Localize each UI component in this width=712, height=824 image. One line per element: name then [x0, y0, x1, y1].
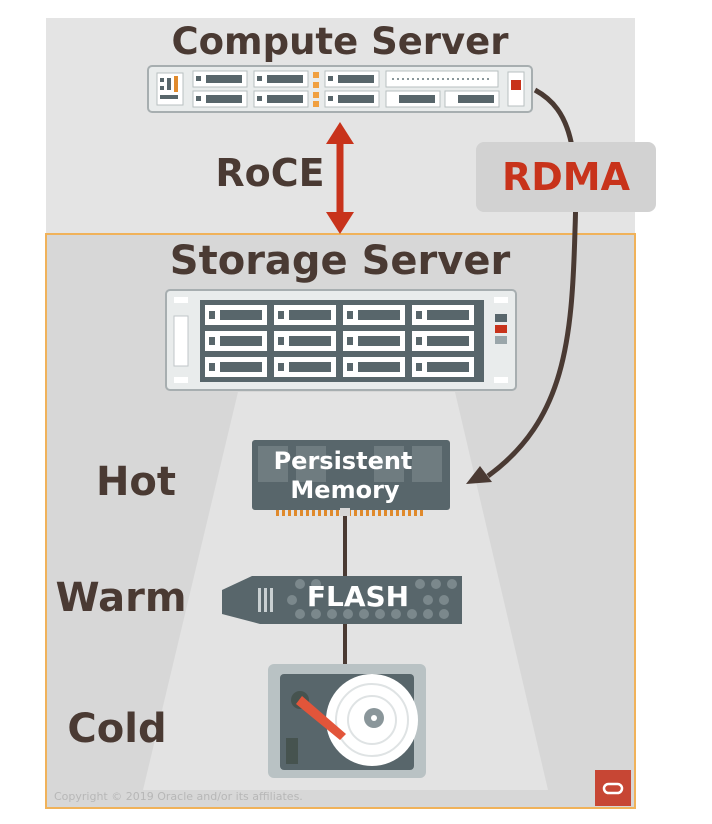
rdma-curve-arrow — [486, 87, 579, 479]
roce-label: RoCE — [215, 151, 324, 195]
persistent-memory-icon — [252, 440, 450, 516]
storage-server-title: Storage Server — [170, 238, 511, 284]
rdma-arrowhead — [466, 466, 492, 484]
storage-server-icon — [165, 289, 517, 391]
hard-disk-icon — [268, 664, 426, 778]
flash-label: FLASH — [307, 580, 409, 613]
copyright-text: Copyright © 2019 Oracle and/or its affil… — [54, 790, 303, 803]
tier-label-warm: Warm — [55, 575, 186, 621]
tier-label-hot: Hot — [96, 459, 176, 505]
oracle-logo-icon — [595, 770, 631, 806]
persistent-memory-label-2: Memory — [290, 476, 399, 504]
roce-double-arrow — [326, 122, 354, 234]
persistent-memory-label-1: Persistent — [274, 447, 413, 475]
compute-server-title: Compute Server — [171, 20, 509, 63]
tier-label-cold: Cold — [67, 706, 166, 752]
rdma-label: RDMA — [502, 155, 631, 199]
rdma-label-box — [476, 142, 656, 212]
compute-server-icon — [147, 65, 533, 113]
flash-card-icon — [222, 576, 462, 624]
